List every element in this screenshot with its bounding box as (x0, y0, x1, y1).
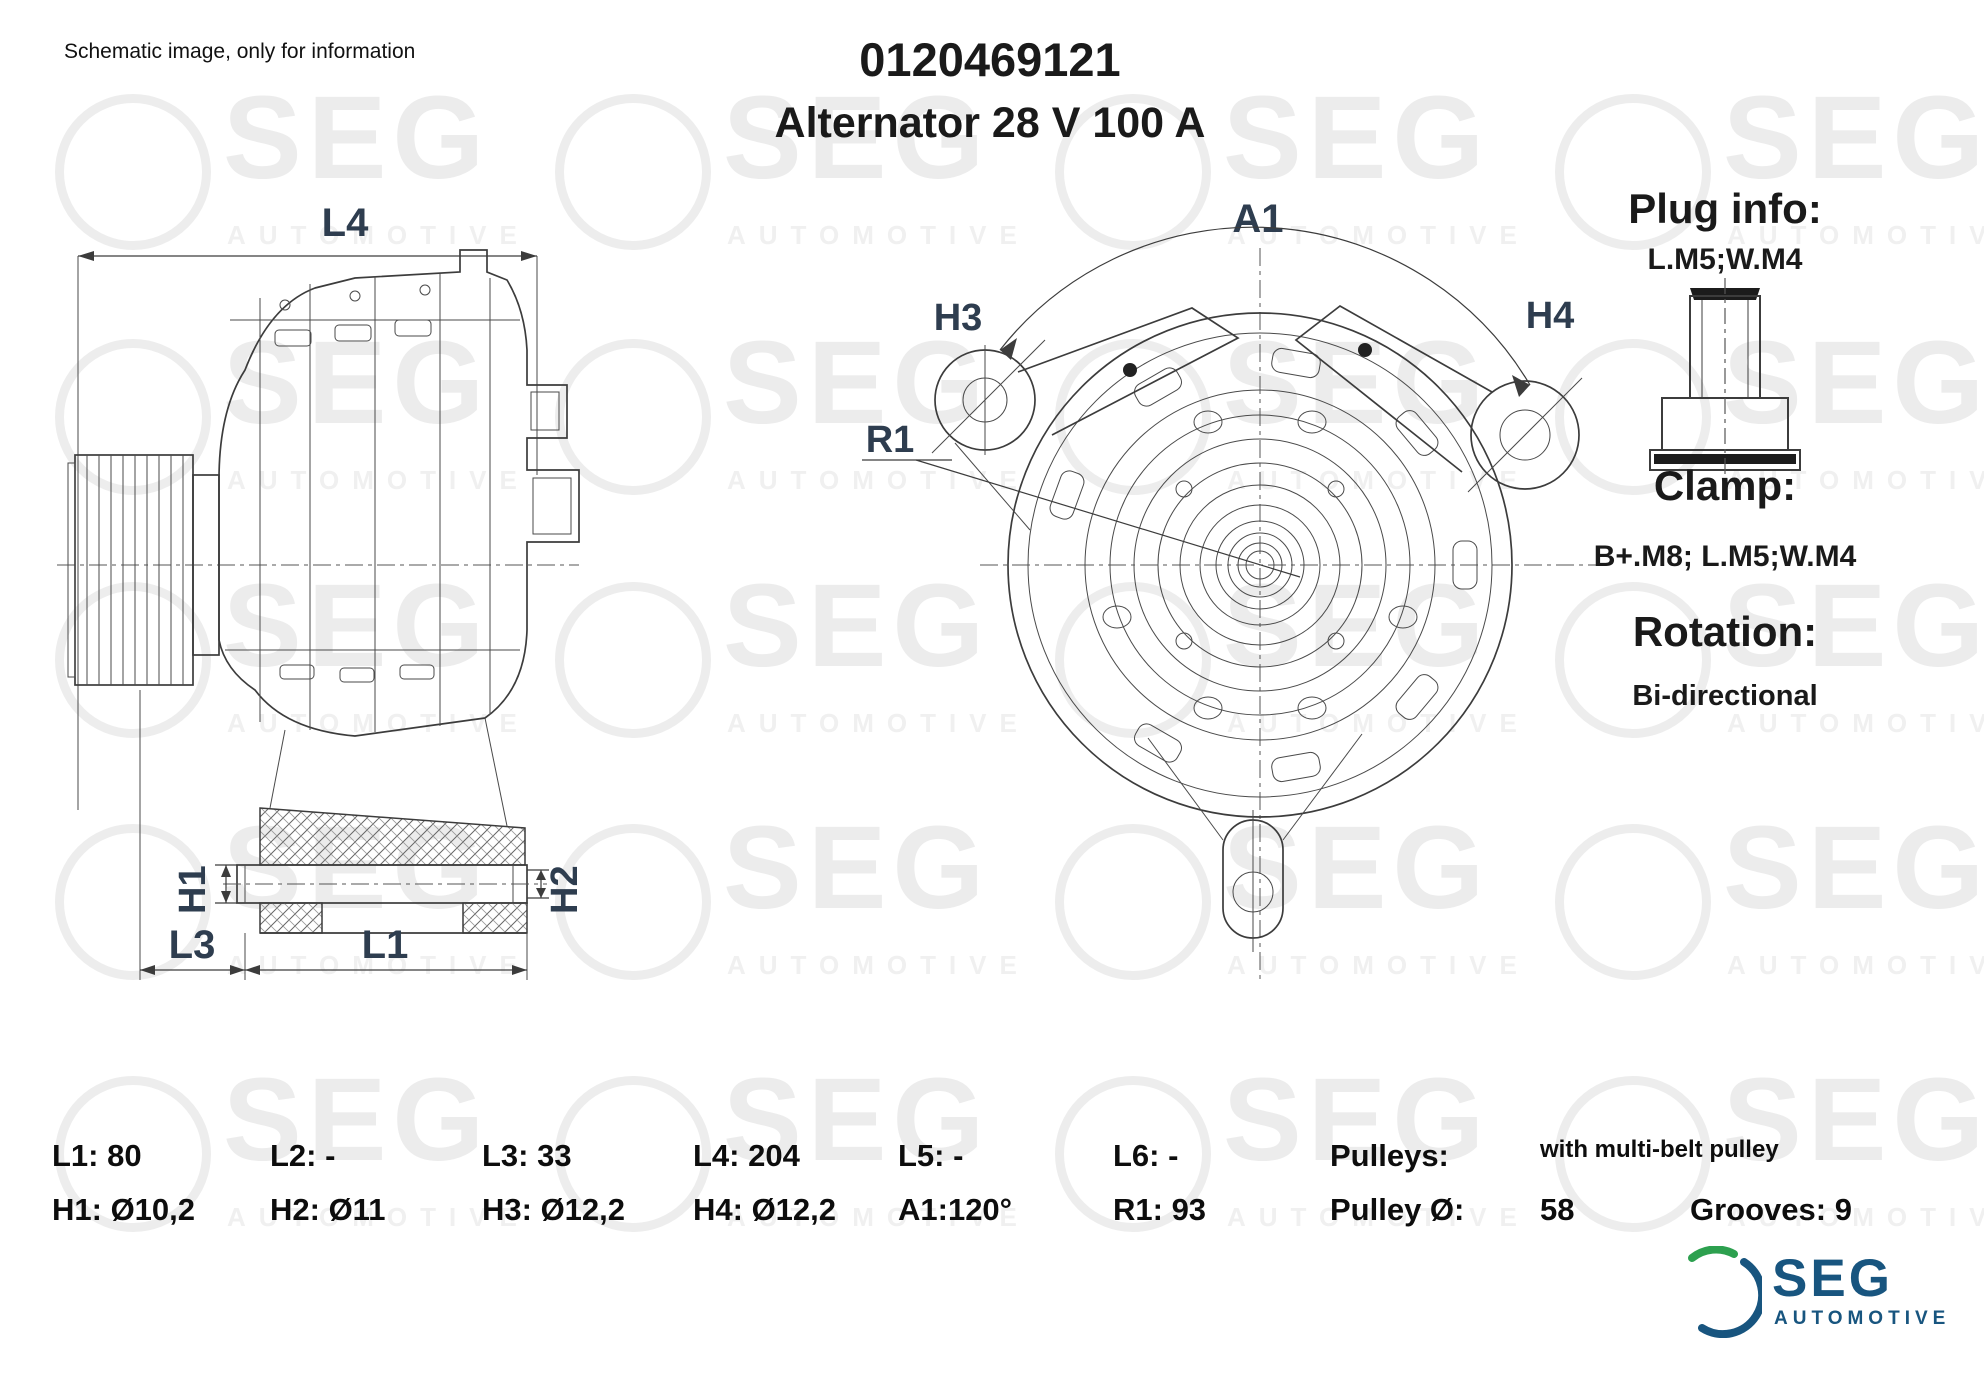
seg-logo: SEG AUTOMOTIVE (1672, 1245, 1945, 1346)
schematic-note: Schematic image, only for information (64, 40, 416, 63)
spec-cell: R1: 93 (1113, 1192, 1207, 1227)
spec-cell: L2: - (270, 1138, 336, 1173)
watermark-text: SEG (223, 1054, 491, 1186)
dim-label-a1: A1 (1232, 197, 1283, 241)
grooves-value: Grooves: 9 (1690, 1192, 1852, 1227)
pulleys-note: with multi-belt pulley (1540, 1136, 1779, 1163)
spec-cell: L5: - (898, 1138, 964, 1173)
dim-label-l3: L3 (169, 923, 216, 967)
spec-cell: L3: 33 (482, 1138, 572, 1173)
pulley-diameter-label: Pulley Ø: (1330, 1192, 1465, 1227)
dim-label-r1: R1 (866, 419, 915, 461)
bolt-dot (1123, 363, 1137, 377)
clamp-value: B+.M8; L.M5;W.M4 (1593, 540, 1857, 573)
pulleys-label: Pulleys: (1330, 1138, 1449, 1173)
spec-cell: H2: Ø11 (270, 1192, 386, 1227)
bolt-dot (1358, 343, 1372, 357)
title-block: 0120469121 Alternator 28 V 100 A (300, 34, 1680, 147)
dim-label-h4: H4 (1526, 295, 1575, 337)
body-detail (225, 274, 572, 732)
watermark-text: SEG (1723, 1054, 1984, 1186)
spec-cell: H3: Ø12,2 (482, 1192, 626, 1227)
spec-cell: H4: Ø12,2 (693, 1192, 837, 1227)
spec-cell: L6: - (1113, 1138, 1179, 1173)
plug-info-heading: Plug info: (1628, 185, 1822, 232)
spec-cell: H1: Ø10,2 (52, 1192, 196, 1227)
seg-logo-subtext: AUTOMOTIVE (1774, 1308, 1951, 1329)
dim-label-h1: H1 (172, 865, 214, 914)
dim-label-l1: L1 (362, 923, 409, 967)
dim-label-h2: H2 (544, 865, 585, 914)
side-view-drawing: L4 (57, 201, 585, 980)
dim-label-l4: L4 (322, 201, 369, 245)
seg-logo-text: SEG (1772, 1249, 1893, 1308)
dim-label-h3: H3 (934, 297, 983, 339)
product-title: Alternator 28 V 100 A (774, 98, 1206, 147)
pulley-ribs (86, 455, 184, 685)
watermark-subtext: AUTOMOTIVE (1727, 950, 1984, 980)
plug-info-value: L.M5;W.M4 (1647, 243, 1803, 276)
clamp-heading: Clamp: (1653, 462, 1797, 509)
part-number: 0120469121 (859, 33, 1121, 86)
spec-cell: A1:120° (898, 1192, 1013, 1227)
plug-bolt-drawing (1649, 278, 1801, 476)
watermark-text: SEG (1723, 802, 1984, 934)
front-view-drawing: A1 (862, 197, 1608, 980)
rotation-heading: Rotation: (1632, 608, 1818, 655)
spec-cell: L4: 204 (693, 1138, 800, 1173)
pulley-diameter-value: 58 (1540, 1192, 1575, 1227)
rotation-value: Bi-directional (1632, 680, 1818, 712)
hub-circles (1084, 389, 1436, 741)
seg-logo-mark (1688, 1245, 1767, 1339)
spec-cell: L1: 80 (52, 1138, 142, 1173)
